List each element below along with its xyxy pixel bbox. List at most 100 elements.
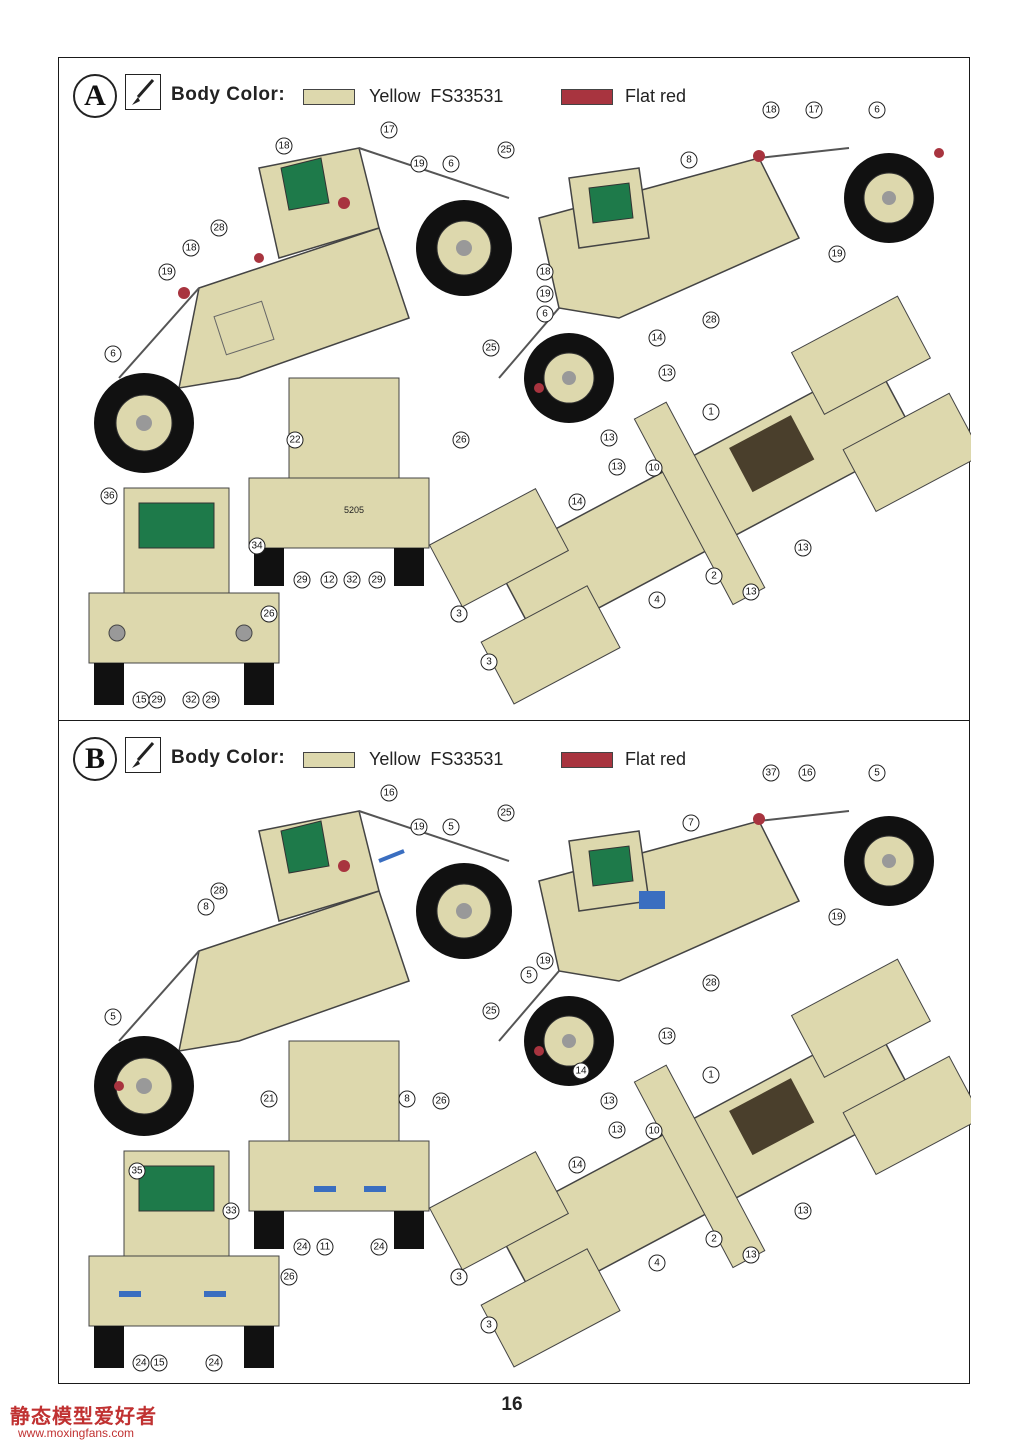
part-callout: 4 [648,591,666,609]
part-callout: 37 [762,764,780,782]
part-callout-number: 13 [797,543,809,554]
part-callout: 12 [320,571,338,589]
part-callout-number: 28 [213,223,225,234]
yellow-name-a: Yellow [369,86,421,106]
part-callout: 29 [202,691,220,709]
part-callout-number: 6 [542,309,548,320]
part-callout: 25 [482,1002,500,1020]
flat-red-swatch-b [561,752,613,768]
part-callout: 13 [608,458,626,476]
part-callout-number: 25 [500,808,512,819]
part-callout: 29 [368,571,386,589]
part-callout-number: 29 [205,695,217,706]
part-callout-number: 19 [831,912,843,923]
part-callout-number: 14 [571,1160,583,1171]
part-callout-number: 35 [131,1166,143,1177]
part-callout-number: 29 [296,575,308,586]
part-callout: 33 [222,1202,240,1220]
color-header-a: A Body Color: Yellow FS33531 Flat red [73,74,953,122]
part-callout-number: 19 [413,822,425,833]
flat-red-swatch-a [561,89,613,105]
part-callout-number: 3 [456,609,462,620]
part-callout-number: 24 [373,1242,385,1253]
part-callout-number: 21 [263,1094,275,1105]
part-callout-number: 16 [383,788,395,799]
side-view-right-b [498,810,934,1086]
part-callout-number: 14 [571,497,583,508]
body-color-label-a: Body Color: [171,84,286,105]
yellow-code-b: FS33531 [430,749,504,769]
part-callout-number: 26 [263,609,275,620]
part-callout-number: 3 [486,1320,492,1331]
part-callout-number: 13 [661,368,673,379]
part-callout-number: 33 [225,1206,237,1217]
part-callout: 5 [520,966,538,984]
part-callout-number: 5 [448,822,454,833]
part-callout: 3 [480,653,498,671]
flat-red-label-b: Flat red [625,749,687,769]
part-callout-number: 5 [874,768,880,779]
part-callout-number: 1 [708,407,714,418]
part-callout-number: 12 [323,575,335,586]
part-callout-number: 2 [711,1234,717,1245]
part-callout-number: 36 [103,491,115,502]
part-callout-number: 26 [435,1096,447,1107]
part-callout-number: 10 [648,1126,660,1137]
part-callout: 24 [205,1354,223,1372]
part-callout: 4 [648,1254,666,1272]
part-callout-number: 18 [765,105,777,116]
part-callout: 18 [182,239,200,257]
part-callout-number: 29 [371,575,383,586]
part-callout: 24 [293,1238,311,1256]
color-header-b: B Body Color: Yellow FS33531 Flat red [73,737,953,785]
part-callout: 26 [432,1092,450,1110]
part-callout: 13 [794,1202,812,1220]
part-callout: 15 [132,691,150,709]
part-callout-number: 6 [874,105,880,116]
part-callout-number: 7 [688,818,694,829]
part-callout-number: 4 [654,1258,660,1269]
part-callout-number: 4 [654,595,660,606]
part-callout: 14 [648,329,666,347]
paintbrush-icon [125,74,161,110]
part-callout: 19 [536,285,554,303]
part-callout-number: 8 [404,1094,410,1105]
part-callout: 26 [452,431,470,449]
scheme-letter-b: B [73,737,117,781]
part-callout-number: 13 [745,1250,757,1261]
part-callout-number: 19 [413,159,425,170]
body-color-label-b: Body Color: [171,747,286,768]
part-callout: 10 [645,1122,663,1140]
rear-view-a: 5205 [248,377,430,586]
part-callout: 13 [742,1246,760,1264]
part-callout: 10 [645,459,663,477]
part-callout-number: 5 [110,1012,116,1023]
part-callout: 1 [702,403,720,421]
part-callout-number: 13 [611,1125,623,1136]
page-number: 16 [501,1394,523,1415]
part-callout: 17 [380,121,398,139]
part-callout-number: 24 [208,1358,220,1369]
part-callout-number: 19 [161,267,173,278]
part-callout-number: 16 [801,768,813,779]
part-callout-number: 6 [110,349,116,360]
part-callout-number: 24 [135,1358,147,1369]
part-callout: 22 [286,431,304,449]
part-callout: 8 [680,151,698,169]
part-callout-number: 37 [765,768,777,779]
part-callout-number: 34 [251,541,263,552]
part-callout: 5 [868,764,886,782]
yellow-label-b: Yellow FS33531 [369,749,503,770]
part-callout: 6 [442,155,460,173]
part-callout: 8 [197,898,215,916]
top-view-b [428,958,971,1368]
part-callout-number: 18 [278,141,290,152]
part-callout: 24 [132,1354,150,1372]
part-callout-number: 29 [151,695,163,706]
part-callout-number: 8 [686,155,692,166]
part-callout: 13 [608,1121,626,1139]
yellow-swatch-a [303,89,355,105]
